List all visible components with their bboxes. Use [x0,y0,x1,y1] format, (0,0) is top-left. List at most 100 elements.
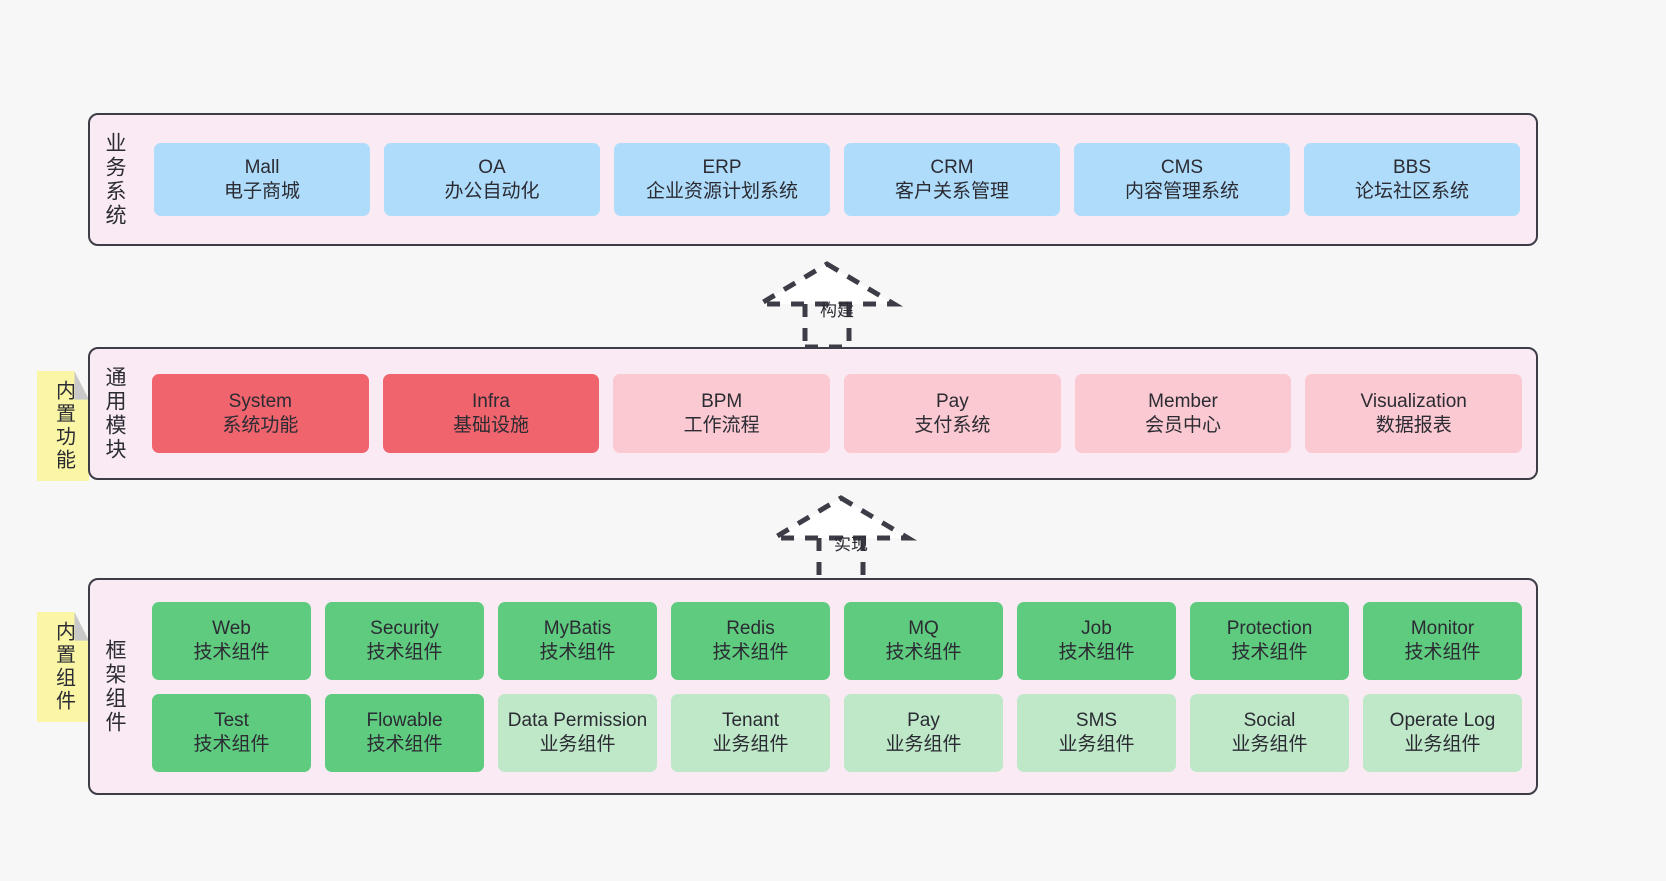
box-title: CRM [930,157,974,179]
generalization-triangle-icon [764,495,918,541]
box-title: Visualization [1360,391,1467,413]
box-pay-component[interactable]: Pay 业务组件 [844,693,1003,772]
box-subtitle: 基础设施 [453,414,530,436]
box-pay[interactable]: Pay 支付系统 [844,374,1061,453]
box-subtitle: 技术组件 [193,733,270,755]
box-oa[interactable]: OA 办公自动化 [384,143,600,216]
box-subtitle: 技术组件 [366,733,443,755]
box-subtitle: 工作流程 [683,414,760,436]
box-subtitle: 技术组件 [539,641,616,663]
box-subtitle: 技术组件 [193,641,270,663]
box-row: System 系统功能 Infra 基础设施 BPM 工作流程 Pay 支付系统… [152,374,1523,453]
note-label: 内置组件 [52,621,75,713]
box-title: MQ [908,618,939,640]
note-builtin-component: 内置组件 [37,612,89,722]
box-row: Mall 电子商城 OA 办公自动化 ERP 企业资源计划系统 CRM 客户关系… [154,143,1520,216]
box-subtitle: 业务组件 [539,733,616,755]
box-title: Pay [907,710,940,732]
box-title: Protection [1226,618,1313,640]
box-bpm[interactable]: BPM 工作流程 [613,374,831,453]
generalization-triangle-icon [750,261,904,307]
box-title: Operate Log [1389,710,1496,732]
box-bbs[interactable]: BBS 论坛社区系统 [1304,143,1520,216]
box-row: Web 技术组件 Security 技术组件 MyBatis 技术组件 Redi… [152,601,1522,680]
layer-body-framework-component: Web 技术组件 Security 技术组件 MyBatis 技术组件 Redi… [138,580,1536,793]
note-fold-corner-icon [74,612,89,641]
box-erp[interactable]: ERP 企业资源计划系统 [614,143,830,216]
box-title: MyBatis [543,618,612,640]
layer-body-business-system: Mall 电子商城 OA 办公自动化 ERP 企业资源计划系统 CRM 客户关系… [138,115,1536,244]
box-subtitle: 业务组件 [1058,733,1135,755]
box-social[interactable]: Social 业务组件 [1190,693,1349,772]
box-infra[interactable]: Infra 基础设施 [382,374,600,453]
box-system[interactable]: System 系统功能 [152,374,369,453]
box-title: Tenant [721,710,780,732]
box-monitor[interactable]: Monitor 技术组件 [1363,601,1522,680]
arrow-label-build: 构建 [820,301,854,320]
box-title: BPM [701,391,743,413]
box-security[interactable]: Security 技术组件 [325,601,484,680]
box-title: Member [1148,391,1218,413]
layer-framework-component: 框架组件 Web 技术组件 Security 技术组件 MyBatis 技术组件… [88,578,1538,795]
box-title: Test [214,710,249,732]
arrow-build: 构建 [750,258,904,350]
layer-label-framework-component: 框架组件 [103,638,127,735]
box-title: Monitor [1410,618,1475,640]
box-subtitle: 技术组件 [366,641,443,663]
box-title: Web [212,618,251,640]
layer-label-business-system: 业务系统 [103,131,127,228]
box-job[interactable]: Job 技术组件 [1017,601,1176,680]
box-title: SMS [1075,710,1118,732]
box-data-permission[interactable]: Data Permission 业务组件 [498,693,657,772]
box-subtitle: 论坛社区系统 [1354,180,1469,202]
box-subtitle: 业务组件 [712,733,789,755]
box-subtitle: 技术组件 [1404,641,1481,663]
box-mybatis[interactable]: MyBatis 技术组件 [498,601,657,680]
box-title: Social [1243,710,1296,732]
box-subtitle: 企业资源计划系统 [645,180,798,202]
box-subtitle: 业务组件 [885,733,962,755]
box-web[interactable]: Web 技术组件 [152,601,311,680]
box-subtitle: 电子商城 [223,180,300,202]
box-title: CMS [1160,157,1204,179]
box-title: Infra [471,391,511,413]
note-fold-corner-icon [74,371,89,400]
box-subtitle: 客户关系管理 [894,180,1009,202]
box-subtitle: 技术组件 [885,641,962,663]
box-subtitle: 业务组件 [1231,733,1308,755]
box-tenant[interactable]: Tenant 业务组件 [671,693,830,772]
box-protection[interactable]: Protection 技术组件 [1190,601,1349,680]
box-subtitle: 支付系统 [914,414,991,436]
layer-business-system: 业务系统 Mall 电子商城 OA 办公自动化 ERP 企业资源计划系统 CRM… [88,113,1538,246]
box-subtitle: 办公自动化 [444,180,540,202]
box-title: Redis [726,618,775,640]
note-builtin-function: 内置功能 [37,371,89,481]
layer-label-common-module: 通用模块 [103,365,127,462]
box-title: Data Permission [507,710,648,732]
box-title: OA [478,157,506,179]
box-redis[interactable]: Redis 技术组件 [671,601,830,680]
box-visualization[interactable]: Visualization 数据报表 [1305,374,1523,453]
box-title: ERP [702,157,742,179]
box-cms[interactable]: CMS 内容管理系统 [1074,143,1290,216]
box-subtitle: 系统功能 [222,414,299,436]
box-title: Mall [244,157,280,179]
box-title: BBS [1392,157,1432,179]
box-title: Pay [935,391,969,413]
box-title: System [228,391,293,413]
box-title: Flowable [366,710,443,732]
box-test[interactable]: Test 技术组件 [152,693,311,772]
box-sms[interactable]: SMS 业务组件 [1017,693,1176,772]
box-title: Job [1081,618,1112,640]
box-operate-log[interactable]: Operate Log 业务组件 [1363,693,1522,772]
box-crm[interactable]: CRM 客户关系管理 [844,143,1060,216]
box-subtitle: 会员中心 [1145,414,1222,436]
box-mall[interactable]: Mall 电子商城 [154,143,370,216]
box-flowable[interactable]: Flowable 技术组件 [325,693,484,772]
box-subtitle: 内容管理系统 [1124,180,1239,202]
box-subtitle: 技术组件 [712,641,789,663]
arrow-label-implement: 实现 [834,535,868,554]
box-member[interactable]: Member 会员中心 [1074,374,1292,453]
box-mq[interactable]: MQ 技术组件 [844,601,1003,680]
